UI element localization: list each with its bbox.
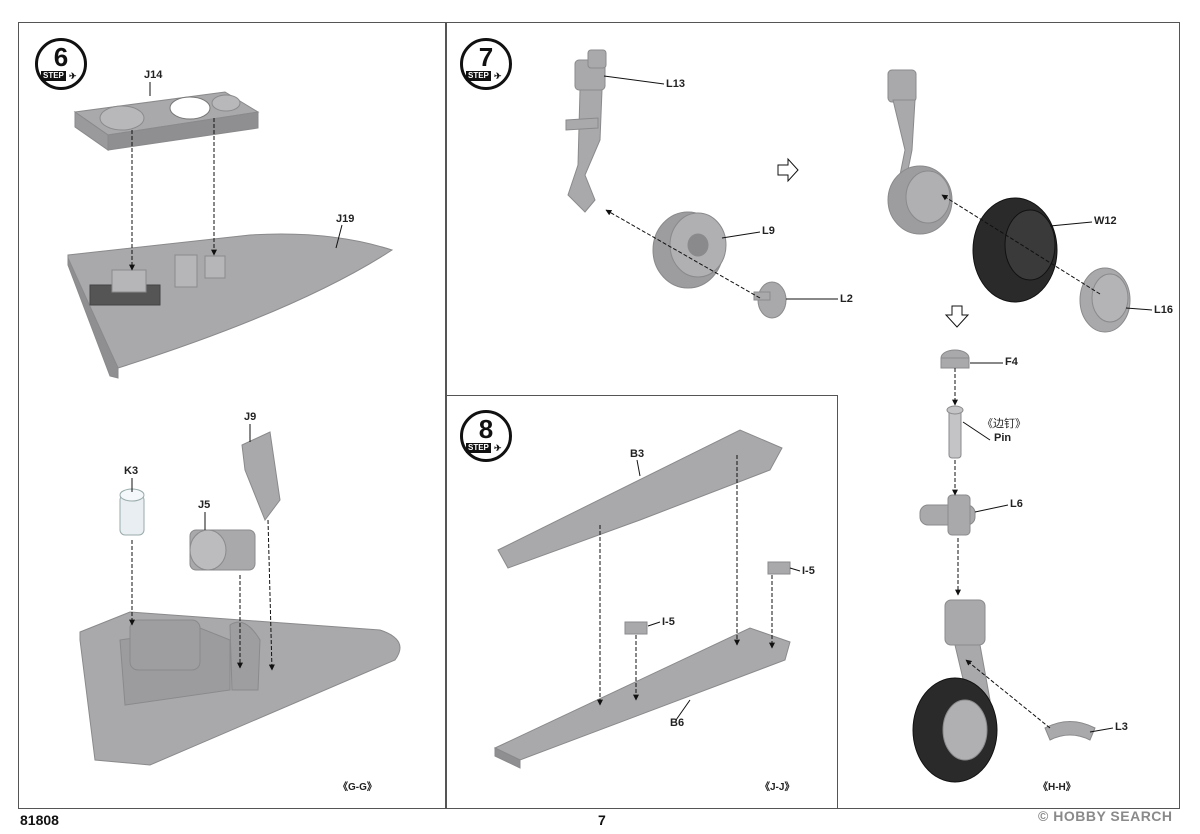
part-final-gear — [912, 599, 998, 783]
label-i5-left: I-5 — [662, 616, 675, 628]
part-l13 — [565, 49, 607, 213]
part-j9 — [241, 431, 281, 522]
step8-panel — [446, 395, 838, 809]
watermark-brand: HOBBY SEARCH — [1053, 808, 1173, 824]
step-6-word: STEP — [41, 71, 66, 81]
copyright-mark: © — [1038, 808, 1049, 824]
note-jj: 《J-J》 — [760, 782, 795, 793]
flow-arrow-down — [944, 305, 970, 328]
note-gg: 《G-G》 — [338, 782, 377, 793]
step-7-word: STEP — [466, 71, 491, 81]
part-i5-left — [624, 621, 648, 635]
part-b3 — [497, 429, 783, 569]
part-b6 — [493, 627, 791, 769]
note-hh: 《H-H》 — [1038, 782, 1076, 793]
label-pin-cn: 《边钉》 — [982, 417, 1026, 430]
label-j5: J5 — [198, 499, 211, 511]
part-l6 — [919, 494, 976, 536]
label-l13: L13 — [666, 78, 685, 90]
part-l16 — [1079, 267, 1131, 333]
label-l2: L2 — [840, 293, 853, 305]
label-b3: B3 — [630, 448, 645, 460]
label-l16: L16 — [1154, 304, 1173, 316]
label-b6: B6 — [670, 717, 685, 729]
watermark: © HOBBY SEARCH — [1038, 808, 1173, 824]
plane-icon: ✈ — [494, 443, 502, 453]
part-f4 — [940, 349, 970, 369]
step-8-number: 8 — [478, 414, 494, 444]
product-code: 81808 — [20, 812, 59, 828]
page-number: 7 — [598, 812, 606, 828]
label-f4: F4 — [1005, 356, 1018, 368]
plane-icon: ✈ — [69, 71, 77, 81]
step6-panel — [18, 22, 446, 809]
part-l9 — [652, 211, 727, 289]
label-l3: L3 — [1115, 721, 1128, 733]
plane-icon: ✈ — [494, 71, 502, 81]
label-pin: Pin — [994, 432, 1012, 444]
part-i5-right — [767, 561, 791, 575]
label-j9: J9 — [244, 411, 257, 423]
part-l3 — [1044, 721, 1096, 741]
label-l6: L6 — [1010, 498, 1023, 510]
label-j19: J19 — [336, 213, 355, 225]
step-8-word: STEP — [466, 443, 491, 453]
step-6-number: 6 — [53, 42, 69, 72]
label-j14: J14 — [144, 69, 163, 81]
step-6-badge: 6 STEP ✈ — [35, 38, 87, 90]
part-pin — [946, 405, 964, 459]
step-7-badge: 7 STEP ✈ — [460, 38, 512, 90]
label-l9: L9 — [762, 225, 775, 237]
label-i5-right: I-5 — [802, 565, 815, 577]
part-j19 — [67, 233, 394, 379]
flow-arrow-right — [777, 157, 799, 183]
part-cockpit-tub — [79, 611, 401, 766]
step-8-badge: 8 STEP ✈ — [460, 410, 512, 462]
label-k3: K3 — [124, 465, 139, 477]
part-w12 — [972, 197, 1058, 303]
label-w12: W12 — [1094, 215, 1117, 227]
part-l13-assembled — [887, 69, 953, 235]
part-j14 — [73, 91, 260, 151]
part-j5 — [189, 529, 256, 571]
step-7-number: 7 — [478, 42, 494, 72]
part-k3 — [119, 488, 145, 536]
part-l2 — [753, 281, 787, 319]
